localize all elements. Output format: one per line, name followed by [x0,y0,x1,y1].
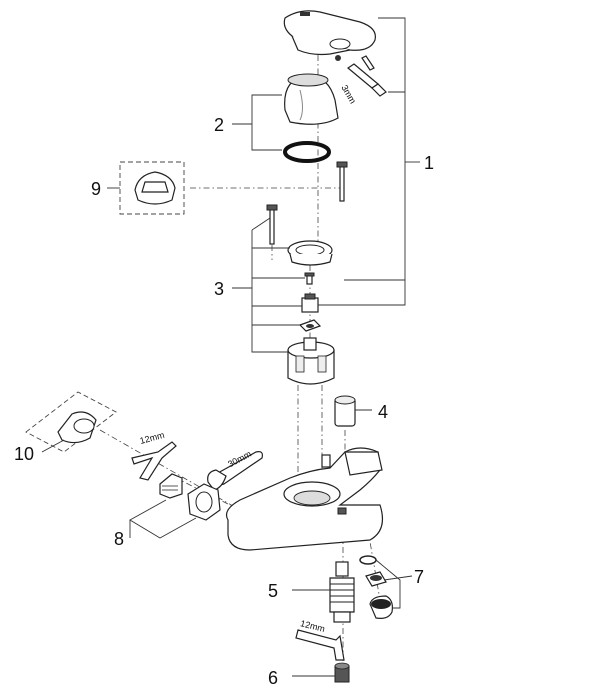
nut-part-6 [334,662,350,683]
callout-5: 5 [268,581,278,601]
callout-4: 4 [378,402,388,422]
hex-key-3mm-label: 3mm [339,83,358,105]
small-screw [304,272,315,285]
mounting-ring [287,240,333,266]
callout-2: 2 [214,115,224,135]
callout-6: 6 [268,668,278,688]
hex-key-3mm: 3mm [339,55,387,105]
connector-fitting [159,473,183,499]
cartridge [287,337,335,385]
axis-part-8 [179,479,241,511]
union-nut [187,483,221,521]
dome-cover [284,73,339,125]
small-disc [298,319,322,332]
long-screw-left [266,204,278,245]
callout-10: 10 [14,444,34,464]
long-screw-right [336,161,348,202]
part-9-box [119,161,185,215]
callout-7-bracket [375,559,401,609]
callout-1: 1 [424,153,434,173]
wrench-30mm: 30mm [207,449,263,491]
cap-part-4 [334,395,356,427]
o-ring [283,141,331,163]
axis-part-7 [367,529,381,601]
callout-2-bracket [251,94,282,151]
callout-7: 7 [414,567,424,587]
callout-8: 8 [114,529,124,549]
set-screw [335,55,341,61]
spindle-adapter [301,293,319,313]
callout-3-bracket [251,230,288,353]
faucet-body [225,447,383,551]
hex-key-12mm-bottom: 12mm [295,618,345,661]
callout-1-bracket [318,17,406,306]
aerator-insert [365,571,387,587]
hex-key-12mm-top-label: 12mm [139,430,166,446]
callout-8-bracket [129,499,197,539]
hex-key-12mm-top: 12mm [131,430,177,481]
handle-logo-mark [300,12,310,16]
aerator-housing [369,595,393,619]
part-10-box [25,391,117,453]
handle-lever [283,10,377,56]
callout-3: 3 [214,279,224,299]
callout-9: 9 [91,179,101,199]
valve-cartridge-part-5 [329,561,355,623]
aerator-washer [359,555,377,565]
